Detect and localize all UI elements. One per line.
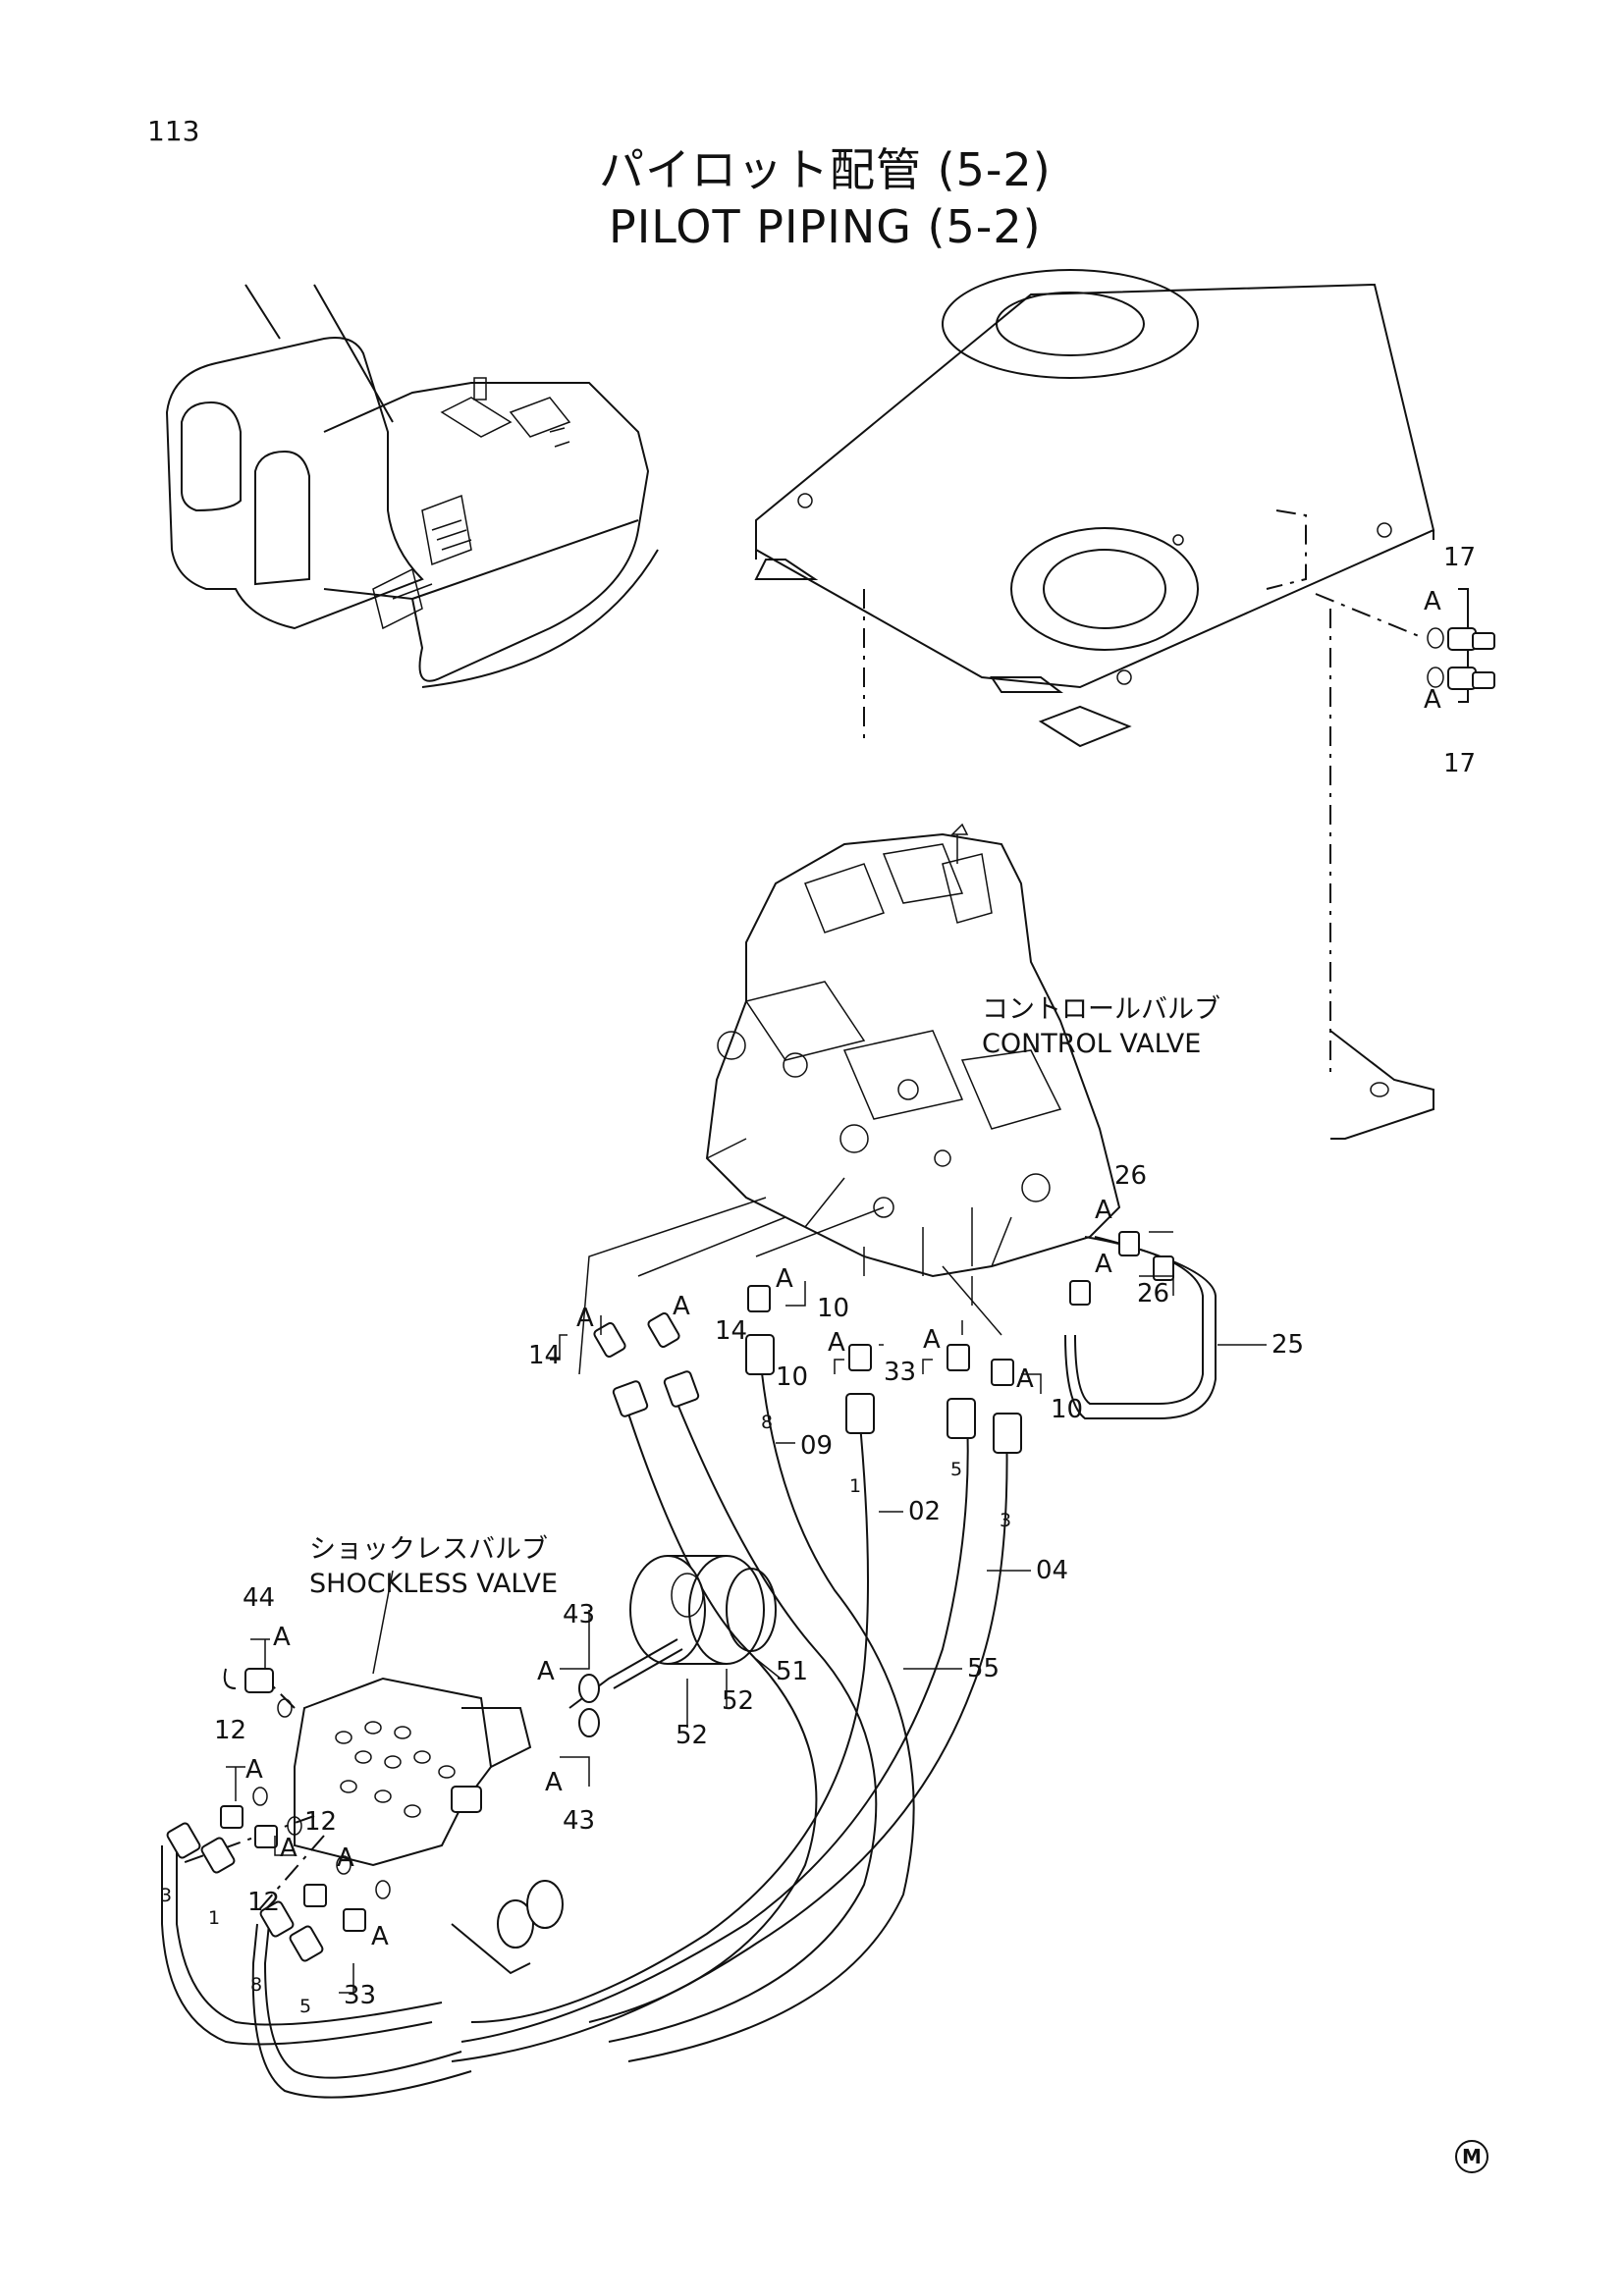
detail-a-label: A xyxy=(273,1623,291,1652)
shockless-valve-label-english: SHOCKLESS VALVE xyxy=(309,1569,559,1599)
detail-a-label: A xyxy=(1095,1196,1112,1225)
callout-14: 14 xyxy=(528,1341,562,1370)
detail-a-label: A xyxy=(1016,1364,1034,1394)
callout-12: 12 xyxy=(214,1716,247,1745)
callout-14: 14 xyxy=(715,1316,748,1346)
pilot-hoses xyxy=(161,1236,1217,2099)
detail-a-label: A xyxy=(1095,1250,1112,1279)
page-title-japanese: パイロット配管 (5-2) xyxy=(599,143,1052,196)
page-number: 113 xyxy=(147,115,200,147)
detail-a-label: A xyxy=(828,1328,845,1358)
hose-mark-3: 3 xyxy=(1000,1510,1012,1531)
callout-51: 51 xyxy=(776,1657,809,1686)
fittings-17 xyxy=(1427,588,1495,703)
callout-10: 10 xyxy=(1051,1395,1084,1424)
callout-26: 26 xyxy=(1137,1279,1170,1308)
detail-a-label: A xyxy=(776,1264,793,1294)
callout-09: 09 xyxy=(800,1431,834,1461)
detail-a-label: A xyxy=(673,1292,690,1321)
callout-33: 33 xyxy=(884,1358,917,1387)
callout-43: 43 xyxy=(563,1600,596,1629)
hose-mark-1: 1 xyxy=(849,1475,862,1497)
callout-52: 52 xyxy=(722,1686,755,1716)
shockless-valve-block xyxy=(166,1668,532,1962)
callout-12: 12 xyxy=(304,1807,338,1837)
hose-fittings xyxy=(593,1231,1174,1454)
detail-a-label: A xyxy=(576,1304,594,1333)
hose-mark-5: 5 xyxy=(950,1459,963,1480)
callout-55: 55 xyxy=(967,1654,1001,1683)
callout-10: 10 xyxy=(817,1294,850,1323)
detail-a-label: A xyxy=(1424,685,1441,715)
callout-12: 12 xyxy=(247,1888,281,1917)
hose-mark-3: 3 xyxy=(160,1885,173,1906)
detail-a-label: A xyxy=(280,1834,298,1863)
m-mark-icon: M xyxy=(1455,2140,1488,2173)
control-valve-label-japanese: コントロールバルブ xyxy=(982,994,1220,1025)
detail-a-label: A xyxy=(1424,587,1441,616)
callout-26: 26 xyxy=(1114,1161,1148,1191)
callout-43: 43 xyxy=(563,1806,596,1836)
shockless-valve-label-japanese: ショックレスバルブ xyxy=(309,1534,548,1565)
callout-25: 25 xyxy=(1271,1330,1305,1360)
detail-a-label: A xyxy=(923,1325,941,1355)
callout-52: 52 xyxy=(676,1721,709,1750)
detail-a-label: A xyxy=(537,1657,555,1686)
callout-17-top: 17 xyxy=(1443,543,1477,572)
swing-frame-plate xyxy=(754,269,1435,1140)
detail-a-label: A xyxy=(545,1768,563,1797)
callout-33: 33 xyxy=(344,1981,377,2010)
excavator-overview-sketch xyxy=(165,284,659,688)
hose-mark-8: 8 xyxy=(250,1974,263,1996)
hose-mark-8: 8 xyxy=(761,1412,774,1433)
filter-assembly xyxy=(568,1555,777,1737)
detail-a-label: A xyxy=(371,1922,389,1951)
callout-04: 04 xyxy=(1036,1556,1069,1585)
control-valve-label-english: CONTROL VALVE xyxy=(982,1029,1202,1059)
control-valve-body xyxy=(705,823,1121,1278)
hose-mark-1: 1 xyxy=(208,1907,221,1929)
page-title-english: PILOT PIPING (5-2) xyxy=(609,200,1042,253)
detail-a-label: A xyxy=(245,1755,263,1785)
hose-mark-5: 5 xyxy=(299,1996,312,2017)
callout-10: 10 xyxy=(776,1362,809,1392)
callout-02: 02 xyxy=(908,1497,942,1526)
callout-17-bottom: 17 xyxy=(1443,749,1477,778)
detail-a-label: A xyxy=(337,1843,354,1873)
callout-44: 44 xyxy=(243,1583,276,1613)
leader-lines xyxy=(226,1197,1267,1994)
